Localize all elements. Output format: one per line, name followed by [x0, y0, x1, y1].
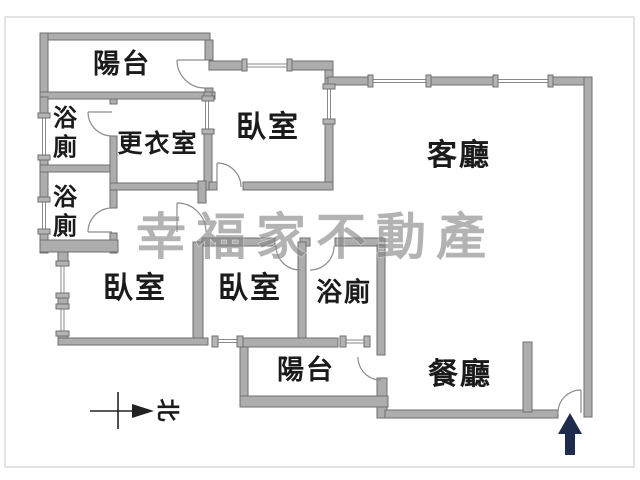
windows	[37, 58, 554, 348]
entrance-arrow-icon	[558, 413, 582, 455]
room-label-bedroom-top: 臥室	[236, 110, 300, 144]
room-label-living: 客廳	[427, 138, 491, 172]
room-labels: 陽台 浴 廁 更衣室 臥室 客廳 浴 廁 臥室 臥室 浴廁 陽台 餐廳	[53, 48, 492, 391]
room-label-bath2-char2: 廁	[53, 212, 79, 240]
room-label-bath1-char1: 浴	[53, 105, 79, 132]
compass: 北	[90, 392, 181, 429]
room-label-bedroom-mid: 臥室	[218, 271, 282, 305]
room-label-bath2-char1: 浴	[53, 184, 79, 211]
compass-north-label: 北	[155, 399, 181, 422]
room-label-balcony-bottom: 陽台	[277, 354, 335, 385]
room-label-bedroom-left: 臥室	[103, 271, 167, 305]
doors	[87, 59, 582, 414]
room-label-bath1-char2: 廁	[53, 133, 79, 161]
walls	[39, 32, 593, 419]
room-label-bath3: 浴廁	[316, 277, 372, 307]
compass-north-arrow	[132, 404, 154, 418]
watermark-text: 幸福家不動產	[136, 209, 496, 265]
room-label-closet: 更衣室	[117, 129, 198, 158]
room-label-balcony-top: 陽台	[93, 48, 151, 79]
room-label-dining: 餐廳	[428, 357, 492, 391]
canvas-border	[4, 16, 635, 468]
